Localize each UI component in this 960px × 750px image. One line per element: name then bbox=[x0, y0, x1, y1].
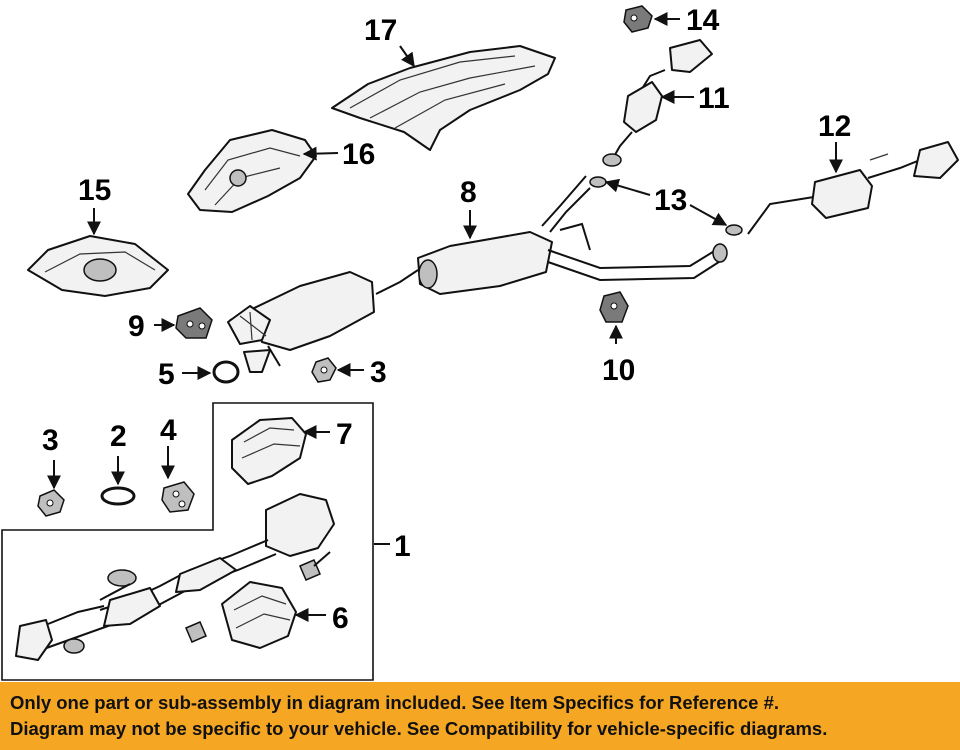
bolt bbox=[299, 551, 331, 581]
callout-labels: 17 16 15 14 11 12 13 8 9 5 3 10 3 2 4 7 … bbox=[42, 4, 851, 635]
callout-6: 6 bbox=[332, 602, 349, 635]
manifold-assembly-1 bbox=[15, 493, 335, 661]
hanger-9 bbox=[175, 307, 213, 339]
callout-2: 2 bbox=[110, 420, 127, 453]
assembly-1-frame bbox=[1, 402, 374, 681]
hanger-14 bbox=[623, 5, 653, 33]
disclaimer-line-1: Only one part or sub-assembly in diagram… bbox=[10, 692, 780, 713]
rear-muffler-12 bbox=[747, 141, 959, 235]
callout-13: 13 bbox=[654, 184, 687, 217]
callout-4: 4 bbox=[160, 414, 177, 447]
heat-shield-7 bbox=[231, 417, 307, 485]
callout-3-lower: 3 bbox=[42, 424, 59, 457]
center-pipe-8 bbox=[375, 175, 728, 295]
callout-17: 17 bbox=[364, 14, 397, 47]
heat-shield-6 bbox=[221, 581, 297, 649]
callout-16: 16 bbox=[342, 138, 375, 171]
callout-12: 12 bbox=[818, 110, 851, 143]
nut-3-lower bbox=[37, 489, 65, 517]
gasket-5 bbox=[212, 360, 240, 384]
callout-3-upper: 3 bbox=[370, 356, 387, 389]
gasket-13-a bbox=[589, 176, 607, 188]
hanger-10 bbox=[599, 291, 629, 323]
callout-1: 1 bbox=[394, 530, 411, 563]
callout-5: 5 bbox=[158, 358, 175, 391]
heat-shield-16 bbox=[187, 129, 317, 213]
callout-11: 11 bbox=[698, 82, 730, 115]
callout-15: 15 bbox=[78, 174, 111, 207]
callout-14: 14 bbox=[686, 4, 720, 37]
stud-bolt bbox=[185, 621, 207, 643]
callout-10: 10 bbox=[602, 354, 635, 387]
exhaust-diagram: 17 16 15 14 11 12 13 8 9 5 3 10 3 2 4 7 … bbox=[1, 4, 959, 681]
disclaimer-line-2: Diagram may not be specific to your vehi… bbox=[10, 718, 828, 739]
gasket-13-b bbox=[725, 224, 743, 236]
callout-9: 9 bbox=[128, 310, 145, 343]
disclaimer-banner: Only one part or sub-assembly in diagram… bbox=[0, 682, 960, 750]
callout-7: 7 bbox=[336, 418, 353, 451]
front-pipe-11 bbox=[602, 39, 713, 167]
diagram-canvas: 17 16 15 14 11 12 13 8 9 5 3 10 3 2 4 7 … bbox=[1, 4, 959, 681]
front-muffler bbox=[227, 271, 375, 367]
heat-shield-15 bbox=[27, 235, 169, 297]
callout-8: 8 bbox=[460, 176, 477, 209]
gasket-4 bbox=[161, 481, 195, 513]
leader-arrows bbox=[47, 12, 843, 622]
flange bbox=[243, 349, 271, 373]
gasket-2 bbox=[100, 486, 136, 506]
nut-3-upper bbox=[311, 357, 337, 383]
heat-shield-17 bbox=[331, 45, 556, 151]
